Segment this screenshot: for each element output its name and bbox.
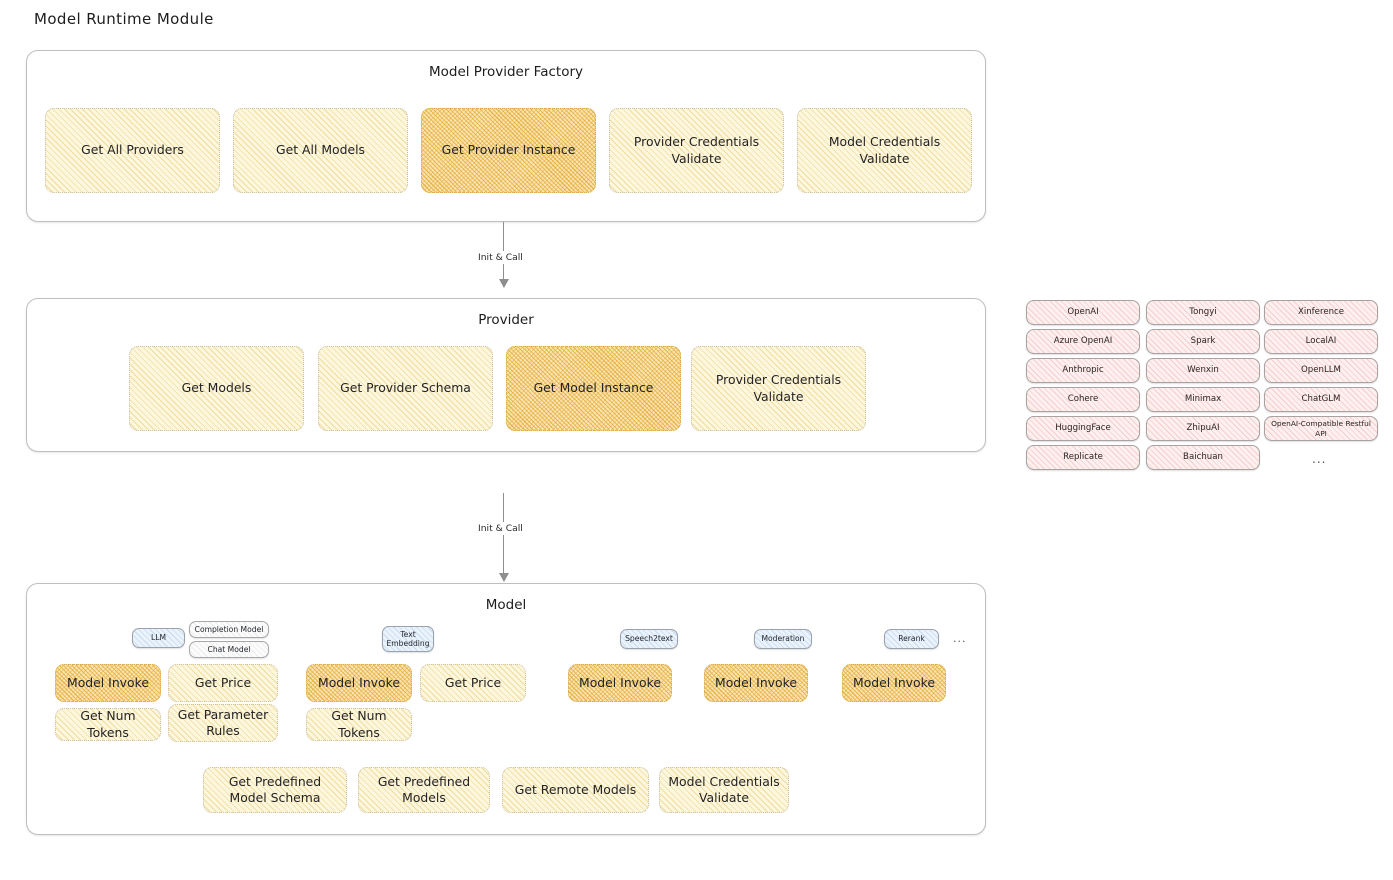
provider-chip-openai-compatible-restful-api[interactable]: OpenAI-Compatible Restful API (1264, 416, 1378, 441)
provider-box-get-provider-schema[interactable]: Get Provider Schema (318, 346, 493, 431)
model-box-text-embedding-get-num-tokens[interactable]: Get Num Tokens (306, 708, 412, 741)
model-type-chip-speech2text[interactable]: Speech2text (620, 629, 678, 649)
provider-chip-xinference[interactable]: Xinference (1264, 300, 1378, 325)
model-box-llm-get-parameter-rules[interactable]: Get Parameter Rules (168, 704, 278, 742)
model-type-chip-completion-model[interactable]: Completion Model (189, 621, 269, 638)
provider-box-provider-credentials-validate[interactable]: Provider Credentials Validate (691, 346, 866, 431)
provider-chip-minimax[interactable]: Minimax (1146, 387, 1260, 412)
arrow-head-icon (498, 573, 509, 582)
provider-chip-replicate[interactable]: Replicate (1026, 445, 1140, 470)
model-box-get-predefined-models[interactable]: Get Predefined Models (358, 767, 490, 813)
factory-box-get-all-providers[interactable]: Get All Providers (45, 108, 220, 193)
model-box-model-credentials-validate[interactable]: Model Credentials Validate (659, 767, 789, 813)
provider-box-get-model-instance[interactable]: Get Model Instance (506, 346, 681, 431)
factory-box-provider-credentials-validate[interactable]: Provider Credentials Validate (609, 108, 784, 193)
factory-box-model-credentials-validate[interactable]: Model Credentials Validate (797, 108, 972, 193)
model-type-chip-moderation[interactable]: Moderation (754, 629, 812, 649)
provider-chip-baichuan[interactable]: Baichuan (1146, 445, 1260, 470)
model-type-chip-text-embedding[interactable]: Text Embedding (382, 626, 434, 652)
provider-box-get-models[interactable]: Get Models (129, 346, 304, 431)
model-box-llm-model-invoke[interactable]: Model Invoke (55, 664, 161, 702)
model-provider-factory-card: Model Provider Factory Get All Providers… (26, 50, 986, 222)
model-title: Model (485, 597, 527, 613)
model-box-llm-get-num-tokens[interactable]: Get Num Tokens (55, 708, 161, 741)
model-box-get-predefined-model-schema[interactable]: Get Predefined Model Schema (203, 767, 347, 813)
provider-chip-anthropic[interactable]: Anthropic (1026, 358, 1140, 383)
connector-provider-to-model-label: Init & Call (474, 522, 527, 535)
provider-chip-zhipuai[interactable]: ZhipuAI (1146, 416, 1260, 441)
arrow-head-icon (498, 279, 509, 288)
model-box-rerank-model-invoke[interactable]: Model Invoke (842, 664, 946, 702)
provider-chip-chatglm[interactable]: ChatGLM (1264, 387, 1378, 412)
provider-chip-cohere[interactable]: Cohere (1026, 387, 1140, 412)
connector-line (503, 493, 505, 581)
provider-card: Provider Get Models Get Provider Schema … (26, 298, 1005, 470)
page-title: Model Runtime Module (34, 10, 214, 28)
model-type-chip-rerank[interactable]: Rerank (884, 629, 939, 649)
provider-chip-tongyi[interactable]: Tongyi (1146, 300, 1260, 325)
provider-chip-spark[interactable]: Spark (1146, 329, 1260, 354)
model-type-chip-llm[interactable]: LLM (132, 628, 185, 648)
factory-box-get-provider-instance[interactable]: Get Provider Instance (421, 108, 596, 193)
provider-chip-localai[interactable]: LocalAI (1264, 329, 1378, 354)
provider-list-more-ellipsis: ... (1312, 452, 1327, 466)
provider-chip-openllm[interactable]: OpenLLM (1264, 358, 1378, 383)
model-box-get-remote-models[interactable]: Get Remote Models (502, 767, 649, 813)
factory-box-get-all-models[interactable]: Get All Models (233, 108, 408, 193)
provider-chip-huggingface[interactable]: HuggingFace (1026, 416, 1140, 441)
model-types-more-ellipsis: ... (953, 632, 967, 645)
provider-chip-wenxin[interactable]: Wenxin (1146, 358, 1260, 383)
connector-provider-to-model (498, 493, 509, 582)
model-box-text-embedding-get-price[interactable]: Get Price (420, 664, 526, 702)
model-type-chip-chat-model[interactable]: Chat Model (189, 641, 269, 658)
connector-factory-to-provider-label: Init & Call (474, 251, 527, 264)
provider-chip-openai[interactable]: OpenAI (1026, 300, 1140, 325)
model-box-speech2text-model-invoke[interactable]: Model Invoke (568, 664, 672, 702)
provider-chip-azure-openai[interactable]: Azure OpenAI (1026, 329, 1140, 354)
model-box-llm-get-price[interactable]: Get Price (168, 664, 278, 702)
provider-title: Provider (478, 312, 534, 328)
model-box-moderation-model-invoke[interactable]: Model Invoke (704, 664, 808, 702)
model-provider-factory-title: Model Provider Factory (428, 64, 583, 80)
model-box-text-embedding-model-invoke[interactable]: Model Invoke (306, 664, 412, 702)
model-card: Model LLM Completion Model Chat Model Te… (26, 583, 1005, 853)
